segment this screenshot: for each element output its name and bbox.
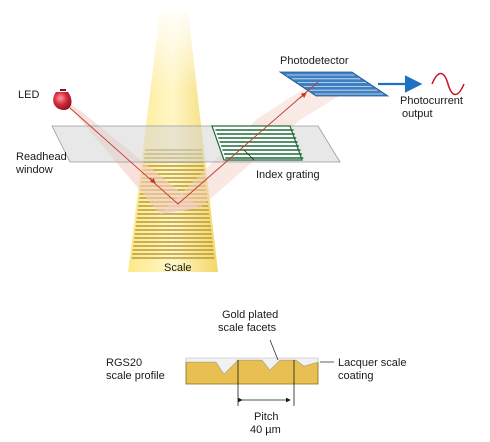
label-rgs20-2: scale profile xyxy=(106,370,165,382)
label-lacquer-2: coating xyxy=(338,370,373,382)
label-led: LED xyxy=(18,89,39,101)
photodetector xyxy=(278,71,390,97)
scale-profile xyxy=(185,357,319,385)
label-pitch-2: 40 µm xyxy=(250,424,281,436)
index-grating xyxy=(211,125,304,161)
beam-arrowhead xyxy=(149,177,156,184)
label-index-grating: Index grating xyxy=(256,169,320,181)
led-icon xyxy=(53,89,72,110)
label-pitch-1: Pitch xyxy=(254,411,278,423)
label-readhead-window-2: window xyxy=(15,164,53,176)
label-gold-plated-2: scale facets xyxy=(218,322,277,334)
label-readhead-window-1: Readhead xyxy=(16,151,67,163)
label-photodetector: Photodetector xyxy=(280,55,349,67)
label-scale: Scale xyxy=(164,262,192,274)
beam-path xyxy=(69,81,319,205)
label-gold-plated-1: Gold plated xyxy=(222,309,278,321)
pitch-dimension xyxy=(237,360,295,406)
label-photocurrent-2: output xyxy=(402,108,433,120)
leader-lines xyxy=(243,149,255,161)
label-photocurrent-1: Photocurrent xyxy=(400,95,463,107)
beam-arrowhead xyxy=(299,92,307,99)
label-lacquer-1: Lacquer scale xyxy=(338,357,407,369)
label-rgs20-1: RGS20 xyxy=(106,357,142,369)
sine-wave-icon xyxy=(431,72,465,96)
profile-leader-lines xyxy=(269,339,334,363)
